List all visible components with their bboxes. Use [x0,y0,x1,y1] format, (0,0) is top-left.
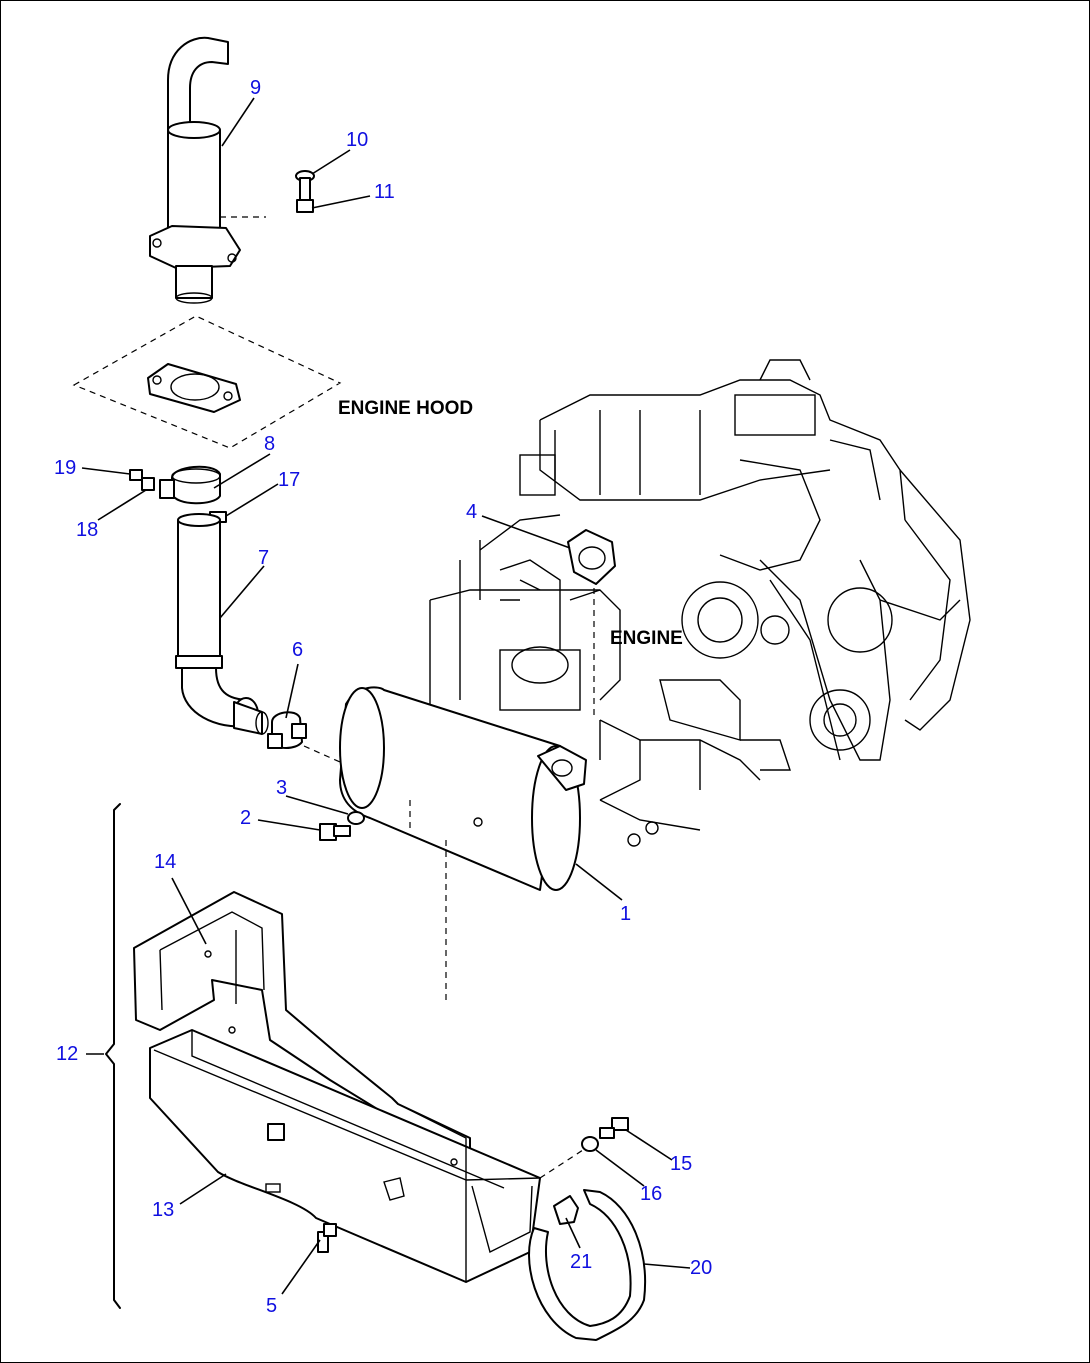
callout-16: 16 [640,1183,662,1205]
callout-14: 14 [154,851,176,873]
callout-4: 4 [466,501,477,523]
callout-9: 9 [250,77,261,99]
bolt-5 [317,1223,337,1253]
callout-18: 18 [76,519,98,541]
callout-3: 3 [276,777,287,799]
muffler-1 [339,686,587,1000]
callout-7: 7 [258,547,269,569]
callout-17: 17 [278,469,300,491]
bolt-19 [129,469,143,481]
exhaust-gasket-4 [567,529,616,585]
nut-18 [141,477,155,491]
callout-11: 11 [374,181,395,203]
callout-8: 8 [264,433,275,455]
bolt-10 [295,170,315,213]
spacer-21 [553,1195,579,1225]
washer-16 [581,1136,599,1152]
exhaust-pipe-7 [175,513,269,735]
callout-1: 1 [620,903,631,925]
band-20 [528,1189,646,1341]
engine-hood-outline [72,315,342,449]
bolt-15 [599,1117,629,1139]
exhaust-stack-9 [149,36,241,304]
callout-19: 19 [54,457,76,479]
clamp-6 [267,711,307,749]
callout-20: 20 [690,1257,712,1279]
washer-3 [347,811,365,825]
callout-10: 10 [346,129,368,151]
bolt-2 [319,823,351,841]
engine-hood-label: ENGINE HOOD [338,398,473,419]
callout-21: 21 [570,1251,592,1273]
callout-2: 2 [240,807,251,829]
cover-13 [149,1026,541,1283]
callout-6: 6 [292,639,303,661]
callout-5: 5 [266,1295,277,1317]
callout-12: 12 [56,1043,78,1065]
callout-15: 15 [670,1153,692,1175]
engine-label: ENGINE [610,628,683,649]
callout-13: 13 [152,1199,174,1221]
hood-flange-plate [147,363,241,413]
leader-lines [81,97,691,1295]
group-bracket-12 [105,803,121,1309]
clamp-8 [159,465,221,505]
